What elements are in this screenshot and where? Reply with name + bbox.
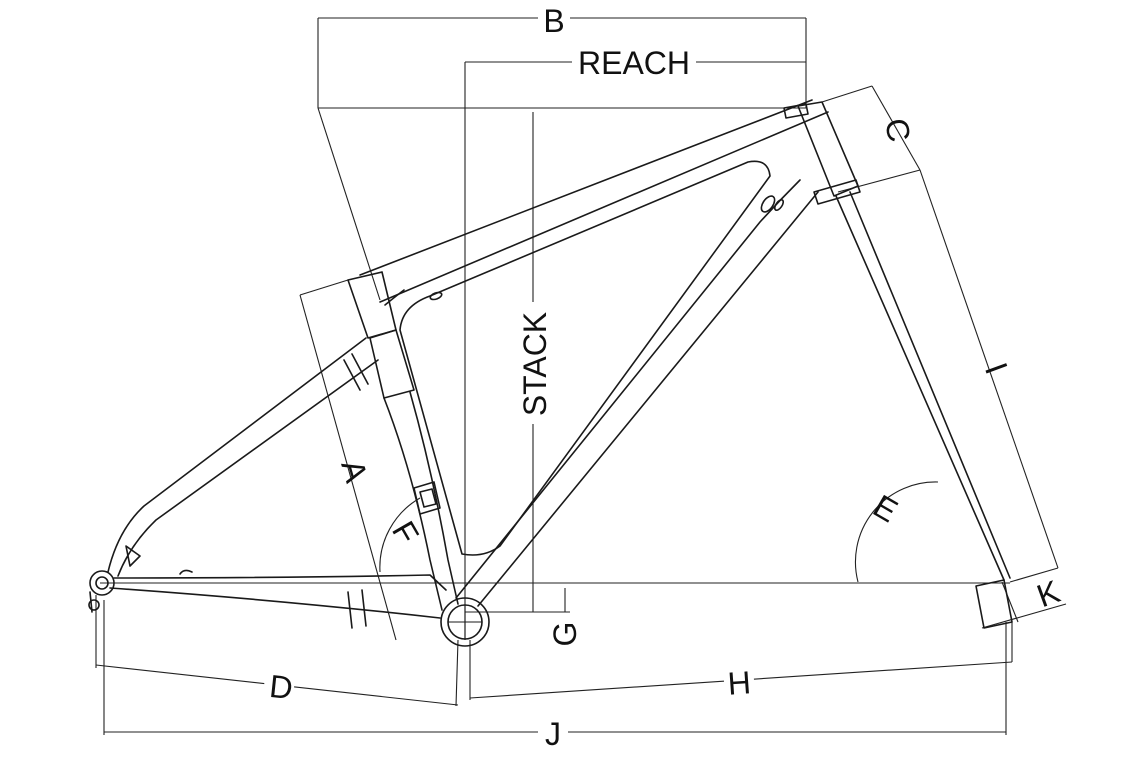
label-stack: STACK [517, 312, 553, 416]
label-k: K [1032, 573, 1064, 614]
label-a: A [334, 456, 375, 487]
label-e: E [867, 488, 903, 530]
angle-arcs [379, 481, 939, 583]
label-i: I [978, 358, 1015, 379]
label-c: C [878, 116, 917, 145]
dimension-labels: B REACH C STACK I A F E G K D H J [262, 2, 1064, 752]
label-j: J [545, 716, 561, 752]
label-d: D [268, 668, 295, 706]
bike-frame [88, 99, 1013, 647]
label-g: G [547, 622, 583, 647]
label-f: F [385, 515, 426, 550]
label-b: B [543, 3, 564, 39]
label-reach: REACH [578, 45, 690, 81]
label-h: H [726, 664, 752, 702]
